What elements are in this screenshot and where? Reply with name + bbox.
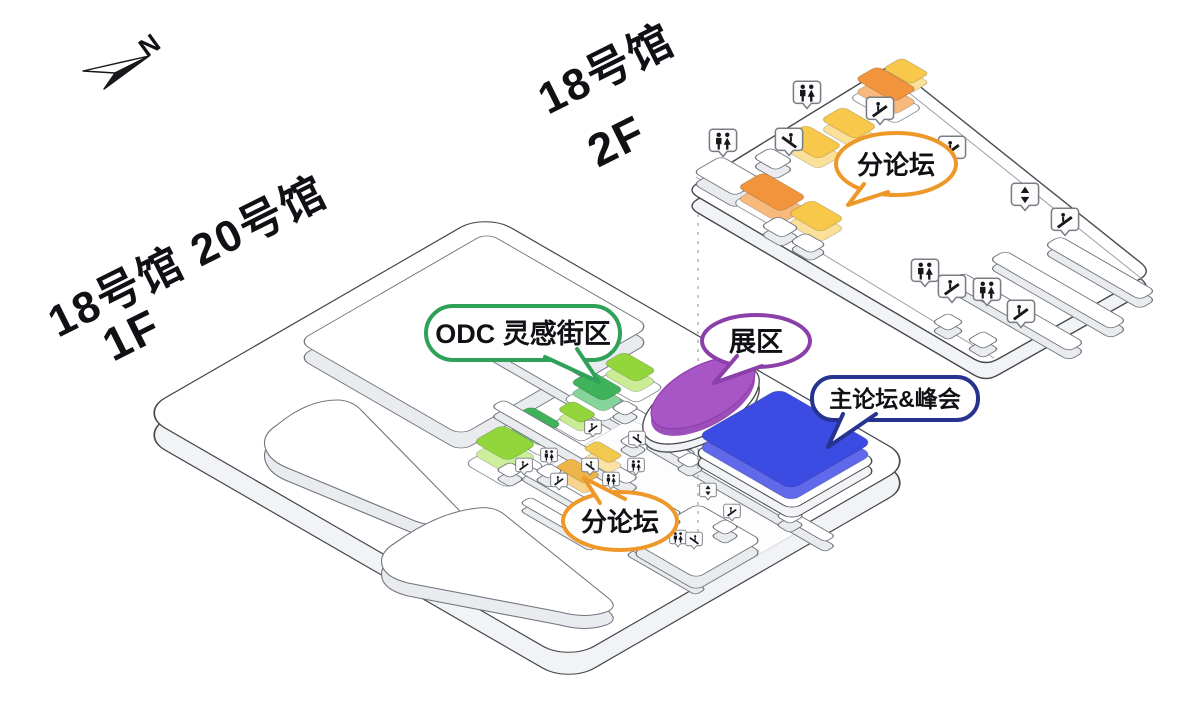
title-1f-halls: 18号馆 20号馆 (41, 167, 335, 347)
callout-exhibition-label: 展区 (729, 327, 783, 357)
title-2f-halls: 18号馆 (531, 15, 683, 124)
callout-sub-forum-2f: 分论坛 (834, 131, 958, 207)
2f-white-block-small (754, 148, 792, 179)
title-2f-level: 2F (579, 105, 654, 177)
callout-sub-forum-1f: 分论坛 (561, 476, 679, 552)
odc-street-block-1 (467, 426, 543, 487)
callout-odc-street-label: ODC 灵感街区 (435, 318, 611, 349)
callout-main-forum-label: 主论坛&峰会 (829, 386, 961, 412)
2f-cubes (762, 217, 825, 261)
north-compass: N (82, 26, 167, 90)
landscape-leaf-2 (380, 507, 614, 630)
compass-needle-white (82, 55, 150, 74)
landscape-leaf-1 (263, 399, 463, 540)
restroom-icon (708, 128, 738, 158)
odc-street-block-4 (565, 371, 629, 422)
callout-sub-forum-2f-label: 分论坛 (857, 150, 935, 180)
exhibition-oval (642, 356, 760, 453)
main-forum-block (697, 390, 873, 518)
sub-forum-room-1f-right (584, 441, 622, 473)
sub-forum-room-2f-s-yellow (789, 200, 843, 242)
callout-exhibition: 展区 (700, 313, 812, 385)
compass-north-label: N (133, 26, 167, 62)
odc-street-block-5 (598, 352, 662, 403)
callout-odc-street: ODC 灵感街区 (424, 304, 622, 384)
restroom-icon (792, 80, 822, 110)
sub-forum-room-2f-n-yellow (884, 58, 928, 93)
callout-sub-forum-1f-label: 分论坛 (581, 507, 659, 537)
compass-needle-black (103, 55, 150, 90)
callout-main-forum: 主论坛&峰会 (810, 375, 980, 449)
title-floor-2f: 18号馆 2F (531, 15, 683, 177)
